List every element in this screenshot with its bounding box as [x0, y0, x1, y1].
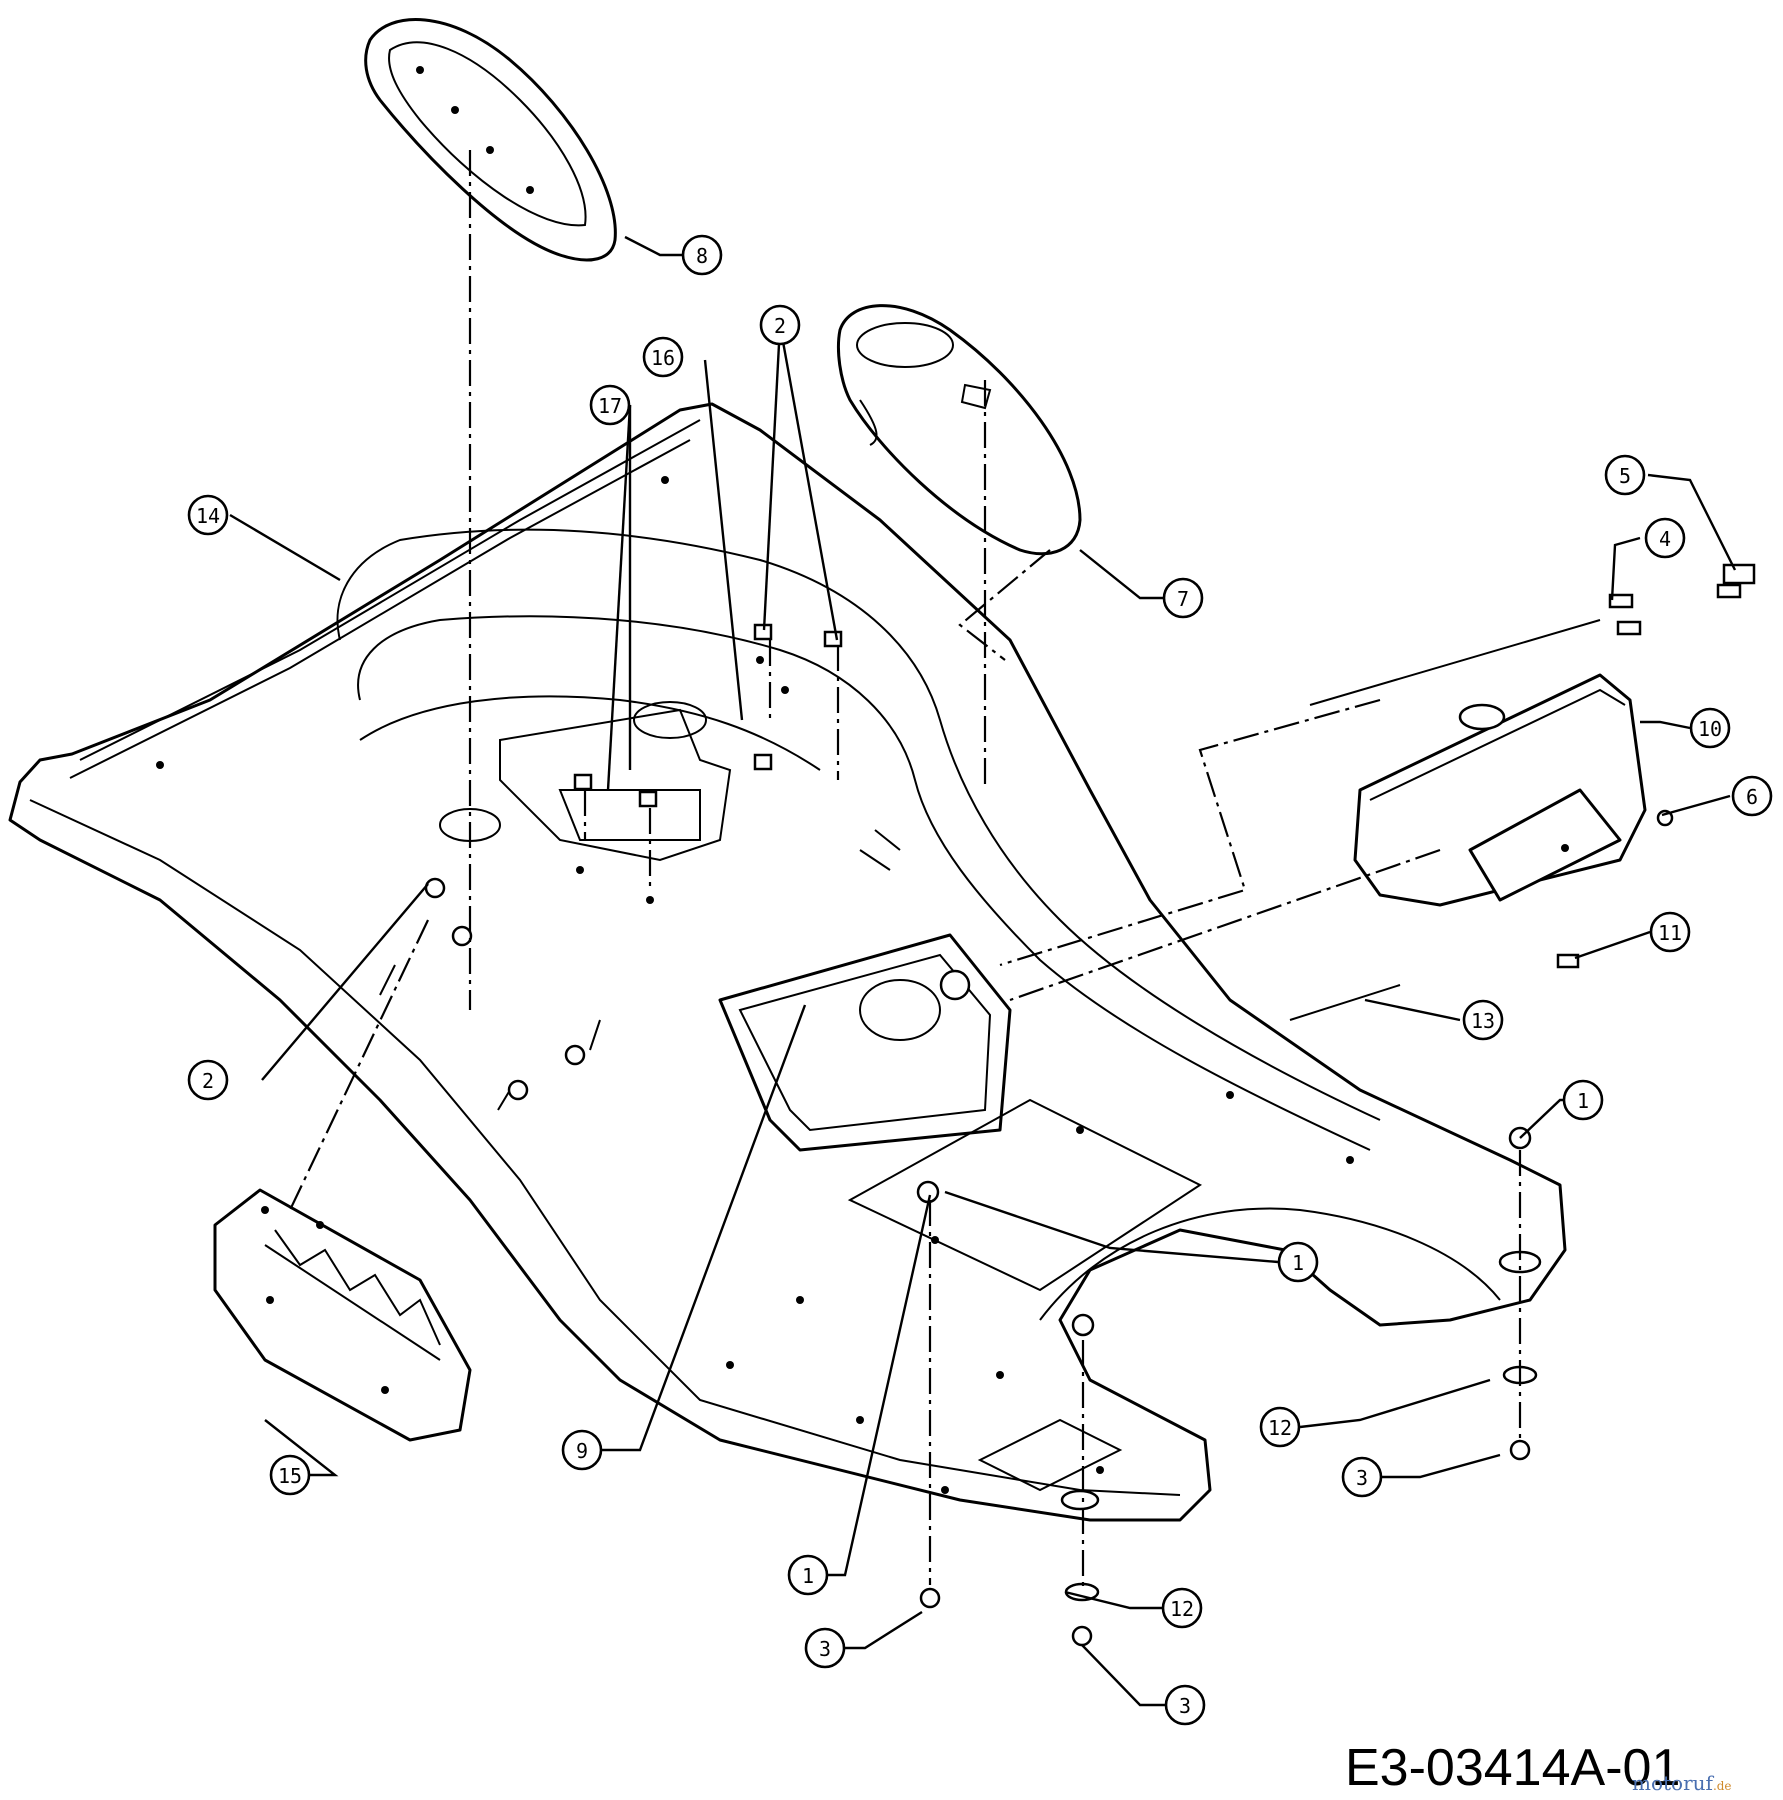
callout-number: 15 [278, 1464, 302, 1488]
leader-lines [229, 235, 1737, 1707]
part-15-tread-plate [213, 1188, 472, 1442]
callout-7: 7 [1162, 577, 1204, 619]
callout-4: 4 [1644, 517, 1686, 559]
callout-number: 3 [819, 1637, 831, 1661]
callout-6: 6 [1731, 775, 1773, 817]
brand-main: motoruf [1632, 1771, 1715, 1795]
brand-suffix: .de [1713, 1779, 1732, 1793]
callout-1: 1 [1562, 1079, 1604, 1121]
callout-number: 1 [802, 1564, 814, 1588]
drawing-code: E3-03414A-01 [1345, 1739, 1680, 1797]
callout-number: 5 [1619, 464, 1631, 488]
callout-number: 14 [196, 504, 220, 528]
callout-12: 12 [1259, 1406, 1301, 1448]
rear-fender-body [8, 402, 1567, 1522]
callout-13: 13 [1462, 999, 1504, 1041]
callout-number: 16 [651, 346, 675, 370]
callout-number: 11 [1658, 921, 1682, 945]
callout-3: 3 [804, 1627, 846, 1669]
callout-number: 7 [1177, 587, 1189, 611]
callout-5: 5 [1604, 454, 1646, 496]
alignment-lines [289, 150, 1522, 1590]
callout-number: 10 [1698, 717, 1722, 741]
callout-1: 1 [1277, 1241, 1319, 1283]
callout-number: 1 [1292, 1251, 1304, 1275]
callout-3: 3 [1164, 1684, 1206, 1726]
callout-number: 6 [1746, 785, 1758, 809]
callout-number: 3 [1356, 1466, 1368, 1490]
callout-16: 16 [642, 336, 684, 378]
callout-2: 2 [187, 1059, 229, 1101]
callout-number: 8 [696, 244, 708, 268]
hardware-small-parts [573, 563, 1756, 1647]
part-7-side-cover [836, 304, 1082, 556]
callout-number: 12 [1268, 1416, 1292, 1440]
callout-number: 13 [1471, 1009, 1495, 1033]
callout-15: 15 [269, 1454, 311, 1496]
callout-number: 17 [598, 394, 622, 418]
callout-9: 9 [561, 1429, 603, 1471]
callout-8: 8 [681, 234, 723, 276]
mounting-holes [156, 476, 1354, 1494]
callout-14: 14 [187, 494, 229, 536]
callout-11: 11 [1649, 911, 1691, 953]
callout-number: 2 [202, 1069, 214, 1093]
part-8-side-cover [364, 18, 617, 262]
part-10-container [1353, 673, 1647, 907]
callout-number: 12 [1170, 1597, 1194, 1621]
callout-number: 4 [1659, 527, 1671, 551]
callout-number: 1 [1577, 1089, 1589, 1113]
callout-number: 3 [1179, 1694, 1191, 1718]
callout-number: 2 [774, 314, 786, 338]
callout-10: 10 [1689, 707, 1731, 749]
callout-3: 3 [1341, 1456, 1383, 1498]
callout-17: 17 [589, 384, 631, 426]
brand-watermark: motoruf.de [1632, 1771, 1732, 1795]
callout-2: 2 [759, 304, 801, 346]
callout-1: 1 [787, 1554, 829, 1596]
callout-number: 9 [576, 1439, 588, 1463]
callout-12: 12 [1161, 1587, 1203, 1629]
